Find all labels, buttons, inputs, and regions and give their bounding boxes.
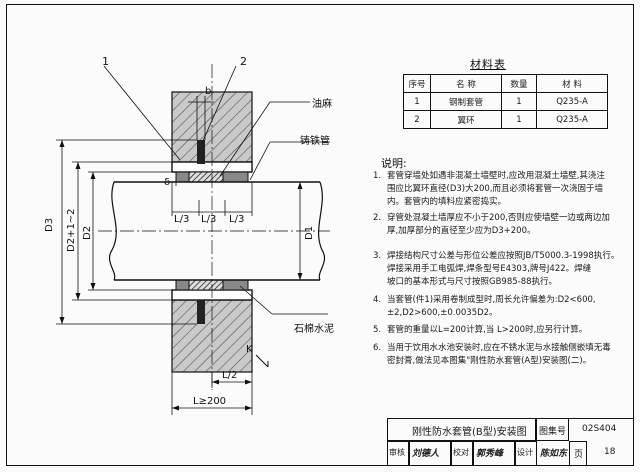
bottom-dimensions (171, 372, 253, 415)
review-sign-cell (409, 441, 451, 466)
note-line: 焊接结构尺寸公差与形位公差应按照JB/T5000.3-1998执行。 (387, 251, 620, 261)
cell-name: 翼环 (430, 110, 502, 129)
l2-label: L/2 (222, 370, 238, 381)
header-material: 材 料 (536, 74, 608, 93)
note-line: 焊接采用手工电弧焊,焊条型号E4303,牌号J422。焊缝 (387, 264, 592, 274)
l-min-label: L≥200 (193, 396, 227, 407)
cell-quantity: 1 (501, 110, 537, 129)
note-line: 套管的重量以L=200计算,当 L>200时,应另行计算。 (387, 325, 588, 335)
note-line: 内。套管内的填料应紧密捣实。 (387, 197, 507, 207)
note-line: 穿管处混凝土墙厚应不小于200,否则应使墙壁一边或两边加 (387, 213, 610, 223)
asbestos-cement-top-left (175, 171, 190, 183)
note-item: 5. 套管的重量以L=200计算,当 L>200时,应另行计算。 (373, 324, 631, 338)
l3-label-mid: L/3 (201, 214, 217, 225)
asbestos-cement-label: 石棉水泥 (294, 324, 334, 335)
header-index: 序号 (403, 74, 431, 93)
drawing-sheet-border (6, 4, 634, 466)
cell-material: Q235-A (536, 110, 608, 129)
drawing-title: 刚性防水套管(B型)安装图 (412, 427, 527, 438)
table-row: 1 钢制套管 1 Q235-A (403, 92, 608, 111)
delta-label: δ (164, 177, 171, 188)
note-line: 厚,加厚部分的直径至少应为D3+200。 (387, 226, 536, 236)
note-number: 5. (373, 325, 382, 335)
atlas-label: 图集号 (539, 427, 567, 437)
cell-index: 1 (403, 92, 431, 111)
review-signature: 刘德人 (412, 449, 440, 459)
flange-ring-bottom (197, 300, 205, 324)
note-item: 1. 套管穿墙处如遇非混凝土墙壁时,应改用混凝土墙壁,其浇注 围应比翼环直径(D… (373, 170, 631, 210)
d2-plus-label: D2+1~2 (66, 208, 77, 252)
l3-dimensions (171, 182, 253, 216)
note-number: 6. (373, 343, 382, 353)
l3-label-left: L/3 (174, 214, 190, 225)
note-line: 围应比翼环直径(D3)大200,而且必须将套管一次浇固于墙 (387, 184, 604, 194)
k-label: K (246, 344, 253, 355)
flange-ring-top (197, 140, 205, 164)
note-line: ±2,D2>600,±0.0035D2。 (387, 308, 498, 318)
check-signature: 郭秀峰 (476, 449, 504, 459)
check-sign-cell (473, 441, 515, 466)
cell-material: Q235-A (536, 92, 608, 111)
asbestos-cement-top-right (222, 171, 249, 183)
note-line: 坡口的基本形式与尺寸按照GB985-88执行。 (387, 277, 558, 287)
d3-label: D3 (44, 217, 55, 232)
oakum-bottom (188, 279, 224, 291)
note-number: 4. (373, 295, 382, 305)
part-label-1: 1 (102, 55, 109, 68)
review-label-cell (387, 441, 409, 466)
oakum-label: 油麻 (312, 99, 332, 110)
note-item: 4. 当套管(件1)采用卷制成型时,周长允许偏差为:D2<600, ±2,D2>… (373, 294, 631, 321)
check-label: 校对 (453, 448, 469, 457)
cell-name: 钢制套管 (430, 92, 502, 111)
design-signature: 陈如东 (540, 449, 568, 459)
dimension-arrows (59, 140, 303, 324)
review-label: 审核 (389, 448, 405, 457)
title-cell (387, 418, 536, 441)
materials-table-title: 材料表 (470, 58, 506, 71)
note-number: 2. (373, 213, 382, 223)
design-label-cell (515, 441, 537, 466)
cell-quantity: 1 (501, 92, 537, 111)
pipe-break-left (108, 181, 117, 281)
note-line: 当用于饮用水水池安装时,应在不锈水泥与水接触侧嵌填无毒 (387, 343, 611, 353)
note-item: 6. 当用于饮用水水池安装时,应在不锈水泥与水接触侧嵌填无毒 密封膏,做法见本图… (373, 342, 631, 369)
cell-index: 2 (403, 110, 431, 129)
d1-label: D1 (304, 225, 315, 240)
atlas-label-cell (536, 418, 569, 441)
note-line: 密封膏,做法见本图集"刚性防水套管(A型)安装图(二)。 (387, 356, 592, 366)
pipe-break-right (318, 181, 326, 281)
table-row: 2 翼环 1 Q235-A (403, 110, 608, 129)
b-label: b (205, 86, 212, 97)
cast-iron-pipe-label: 铸铁管 (300, 136, 330, 147)
vertical-dimensions (56, 139, 301, 325)
l3-label-right: L/3 (229, 214, 245, 225)
design-label: 设计 (517, 448, 533, 457)
materials-table: 序号 名 称 数量 材 料 1 钢制套管 1 Q235-A 2 翼环 1 Q23… (403, 74, 608, 129)
note-number: 3. (373, 251, 382, 261)
header-quantity: 数量 (501, 74, 537, 93)
page-number: 18 (604, 447, 616, 457)
leader-lines (103, 65, 330, 315)
check-label-cell (451, 441, 473, 466)
b-dimension (188, 96, 214, 140)
k-section-mark (255, 354, 269, 368)
note-item: 2. 穿管处混凝土墙厚应不小于200,否则应使墙壁一边或两边加 厚,加厚部分的直… (373, 212, 631, 239)
asbestos-cement-bottom-right (222, 279, 249, 291)
header-name: 名 称 (430, 74, 502, 93)
note-line: 当套管(件1)采用卷制成型时,周长允许偏差为:D2<600, (387, 295, 596, 305)
note-line: 套管穿墙处如遇非混凝土墙壁时,应改用混凝土墙壁,其浇注 (387, 171, 605, 181)
d2-label: D2 (82, 225, 93, 240)
materials-header-row: 序号 名 称 数量 材 料 (403, 74, 608, 93)
page-label: 页 (574, 450, 584, 460)
note-item: 3. 焊接结构尺寸公差与形位公差应按照JB/T5000.3-1998执行。 焊接… (373, 250, 631, 290)
atlas-number: 02S404 (582, 424, 617, 434)
notes-title: 说明: (381, 157, 407, 170)
part-label-2: 2 (240, 55, 247, 68)
asbestos-cement-bottom-left (175, 279, 190, 291)
note-number: 1. (373, 171, 382, 181)
oakum-top (188, 171, 224, 183)
page-label-cell (569, 441, 587, 466)
